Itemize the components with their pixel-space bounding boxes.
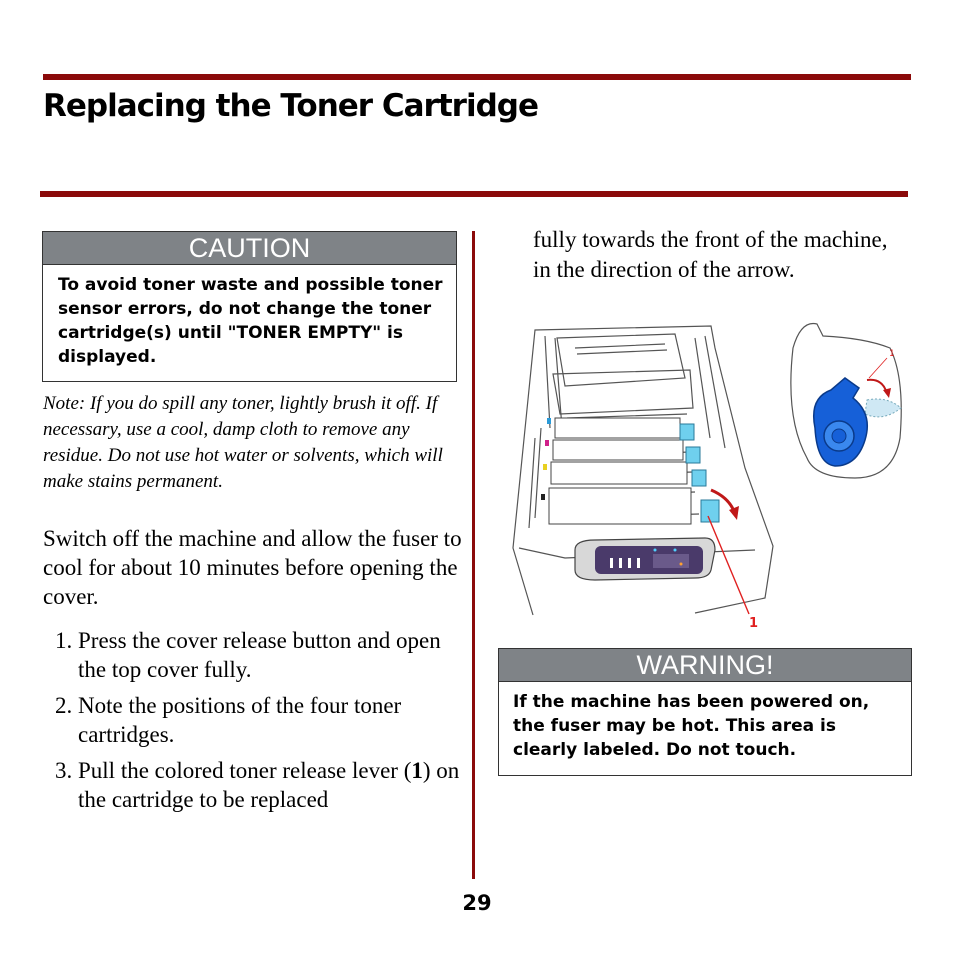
spill-note: Note: If you do spill any toner, lightly… [43, 393, 443, 492]
step-text: Note the positions of the four toner car… [78, 693, 402, 747]
printer-body [512, 325, 774, 616]
step-text-end: ) on the cartridge to be replaced [78, 758, 460, 812]
step-item: 1. Press the cover release button and op… [55, 626, 465, 684]
step-item: 3. Pull the colored toner release lever … [55, 756, 465, 814]
callout-leader [707, 515, 750, 615]
inset-detail: 1 [790, 322, 902, 479]
caution-heading: CAUTION [43, 232, 456, 265]
step-continued-text: fully towards the front of the machine, … [533, 227, 888, 282]
step-number: 1. [55, 628, 73, 653]
toner-cartridges [548, 417, 692, 525]
page-title: Replacing the Toner Cartridge [43, 88, 539, 124]
warning-text: If the machine has been powered on, the … [513, 692, 870, 760]
toner-tab-4 [700, 499, 720, 523]
toner-tabs [679, 423, 720, 523]
warning-box: WARNING! If the machine has been powered… [498, 648, 912, 776]
header-rule-top [43, 74, 911, 80]
toner-color-markers [541, 418, 551, 500]
caution-box: CAUTION To avoid toner waste and possibl… [42, 231, 457, 382]
toner-tab-3 [691, 469, 707, 487]
control-panel [574, 537, 716, 581]
step-number: 2. [55, 693, 73, 718]
page-number: 29 [462, 891, 492, 915]
step-callout-ref: 1 [411, 758, 423, 783]
step-text: Press the cover release button and open … [78, 628, 441, 682]
step-item: 2. Note the positions of the four toner … [55, 691, 465, 749]
callout-number-main: 1 [749, 616, 758, 631]
intro-paragraph: Switch off the machine and allow the fus… [43, 526, 462, 609]
step-list: 1. Press the cover release button and op… [55, 626, 465, 821]
toner-tab-1 [679, 423, 695, 441]
callout-number-inset: 1 [889, 349, 895, 359]
column-divider [472, 231, 475, 879]
step-number: 3. [55, 758, 73, 783]
step-text-start: Pull the colored toner release lever ( [78, 758, 412, 783]
header-rule-bottom [40, 191, 908, 197]
warning-heading: WARNING! [499, 649, 911, 682]
printer-illustration: 1 1 [512, 322, 902, 631]
caution-text: To avoid toner waste and possible toner … [58, 275, 443, 367]
toner-tab-2 [685, 446, 701, 464]
